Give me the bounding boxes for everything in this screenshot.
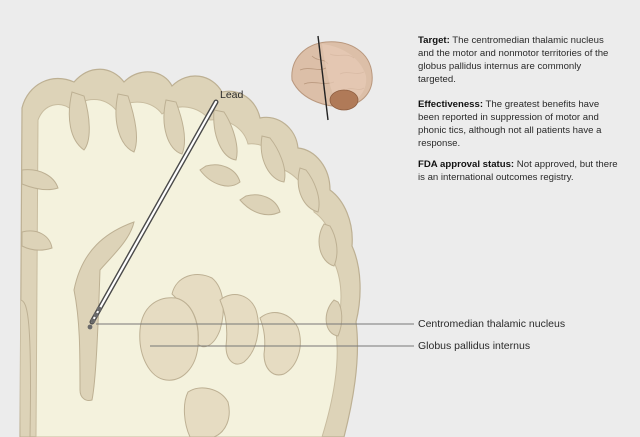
- gpi-label: Globus pallidus internus: [418, 340, 531, 352]
- fda-text: Not approved, but there is an internatio…: [418, 159, 618, 183]
- info-effectiveness: Effectiveness: The greatest benefits hav…: [418, 98, 618, 150]
- lateral-ventricle: [73, 221, 135, 401]
- info-target: Target: The centromedian thalamic nucleu…: [418, 34, 618, 86]
- cerebellum-icon: [329, 89, 359, 111]
- info-fda-status: FDA approval status: Not approved, but t…: [418, 158, 618, 184]
- fda-heading: FDA approval status:: [418, 159, 515, 170]
- dbs-lead: [87, 99, 219, 330]
- effectiveness-text: The greatest benefits have been reported…: [418, 99, 602, 149]
- target-heading: Target:: [418, 35, 450, 46]
- globus-pallidus-shape: [139, 297, 199, 381]
- brain-location-icon: [291, 35, 373, 121]
- lead-electrode-contacts: [87, 306, 102, 330]
- deep-nuclei: [139, 274, 301, 437]
- cortical-folds: [21, 91, 343, 337]
- lead-label: Lead: [220, 89, 244, 101]
- centromedian-label: Centromedian thalamic nucleus: [418, 318, 566, 330]
- section-plane-line: [317, 35, 329, 121]
- effectiveness-heading: Effectiveness:: [418, 99, 484, 110]
- target-text: The centromedian thalamic nucleus and th…: [418, 35, 609, 85]
- brain-icon-cut-face: [322, 44, 367, 106]
- brain-section: [19, 68, 361, 437]
